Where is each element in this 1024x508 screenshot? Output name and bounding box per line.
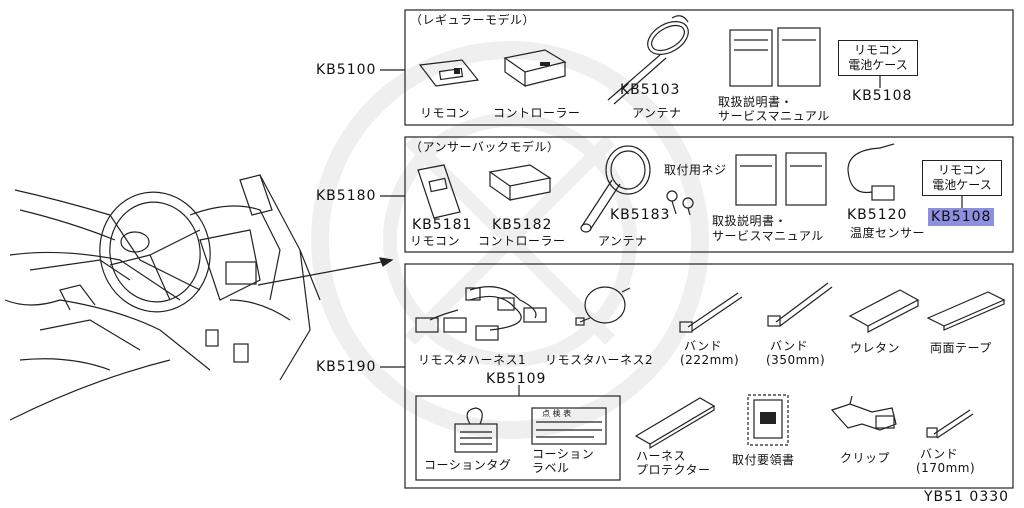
harness2-drawing (575, 286, 631, 326)
kb5180-manual-line1: 取扱説明書・ (712, 214, 788, 228)
kb5180-sensor-label: 温度センサー (850, 226, 926, 240)
kb5100-case-code: KB5108 (852, 88, 913, 104)
clip-label: クリップ (840, 451, 891, 465)
remote-drawing-2 (417, 164, 461, 219)
band2-drawing (767, 282, 833, 327)
caution-label-drawing (531, 407, 607, 445)
kb5100-code: KB5100 (316, 62, 377, 78)
controller-drawing-2 (488, 164, 552, 202)
antenna-drawing-2 (580, 145, 651, 233)
kb5180-sensor-code: KB5120 (847, 207, 908, 223)
kb5180-case-line2: 電池ケース (932, 178, 992, 192)
kb5190-code: KB5190 (316, 359, 377, 375)
band3-drawing (926, 409, 974, 439)
caution-tag-drawing (454, 407, 498, 453)
urethane-label: ウレタン (850, 341, 901, 355)
sensor-drawing (847, 143, 895, 201)
tape-drawing (926, 291, 1006, 331)
kb5180-antenna-label: アンテナ (598, 234, 648, 248)
kb5100-antenna-code: KB5103 (620, 82, 681, 98)
harness1-label: リモスタハーネス1 (418, 353, 527, 367)
band3-line2: (170mm) (916, 461, 976, 475)
band2-line2: (350mm) (766, 353, 826, 367)
kb5100-controller-label: コントローラー (493, 106, 581, 120)
kb5109-box (415, 395, 621, 481)
tape-label: 両面テープ (930, 341, 992, 355)
kb5100-manual-line1: 取扱説明書・ (718, 95, 794, 109)
kb5180-screw-label: 取付用ネジ (664, 163, 727, 177)
diagram-reference-code: YB51 0330 (924, 489, 1010, 505)
kb5180-antenna-code: KB5183 (610, 207, 671, 223)
caution-label-line2: ラベル (532, 461, 570, 475)
kb5180-title: （アンサーバックモデル） (410, 140, 560, 154)
caution-tag-label: コーションタグ (424, 458, 512, 472)
antenna-drawing-1 (607, 15, 689, 105)
kb5100-title: （レギュラーモデル） (410, 13, 536, 27)
clip-drawing (830, 395, 897, 431)
band1-line1: バンド (684, 339, 723, 353)
kb5100-case-line1: リモコン (853, 43, 902, 57)
caution-card-title: 点 検 表 (542, 409, 572, 418)
harness2-label: リモスタハーネス2 (545, 353, 654, 367)
protector-drawing (634, 397, 716, 450)
protector-line2: プロテクター (636, 463, 711, 477)
controller-drawing-1 (503, 49, 567, 88)
kb5180-case-line1: リモコン (937, 163, 986, 177)
kb5100-remote-label: リモコン (420, 106, 471, 120)
guide-drawing (747, 394, 789, 446)
kb5180-manual-line2: サービスマニュアル (712, 229, 824, 243)
kb5180-controller-code: KB5182 (492, 217, 553, 233)
kb5180-box (404, 136, 1014, 253)
band2-line1: バンド (770, 339, 809, 353)
screws-drawing (666, 190, 694, 216)
kb5180-remote-label: リモコン (410, 234, 461, 248)
harness1-drawing (415, 286, 547, 341)
car-interior-sketch (4, 174, 321, 421)
manual-drawing-2 (735, 152, 827, 206)
caution-label-line1: コーション (532, 447, 595, 461)
kb5180-case-code-highlighted[interactable]: KB5108 (928, 208, 995, 226)
kb5100-case-line2: 電池ケース (848, 58, 908, 72)
kb5100-battery-case-box: リモコン 電池ケース (838, 40, 918, 76)
protector-line1: ハーネス (636, 449, 687, 463)
kb5100-box (404, 9, 1014, 126)
guide-label: 取付要領書 (732, 453, 795, 467)
band1-drawing (679, 292, 743, 333)
kb5180-battery-case-box: リモコン 電池ケース (922, 160, 1002, 196)
watermark-crest (311, 41, 709, 439)
kb5180-controller-label: コントローラー (478, 234, 566, 248)
kb5190-box (404, 263, 1014, 489)
kb5180-remote-code: KB5181 (412, 217, 473, 233)
band1-line2: (222mm) (680, 353, 740, 367)
urethane-drawing (848, 289, 920, 333)
manual-drawing-1 (729, 27, 821, 87)
kb5180-code: KB5180 (316, 188, 377, 204)
band3-line1: バンド (920, 447, 959, 461)
kb5109-code: KB5109 (486, 371, 547, 387)
remote-drawing-1 (418, 59, 480, 87)
kb5100-manual-line2: サービスマニュアル (718, 109, 830, 123)
kb5100-antenna-label: アンテナ (632, 106, 682, 120)
